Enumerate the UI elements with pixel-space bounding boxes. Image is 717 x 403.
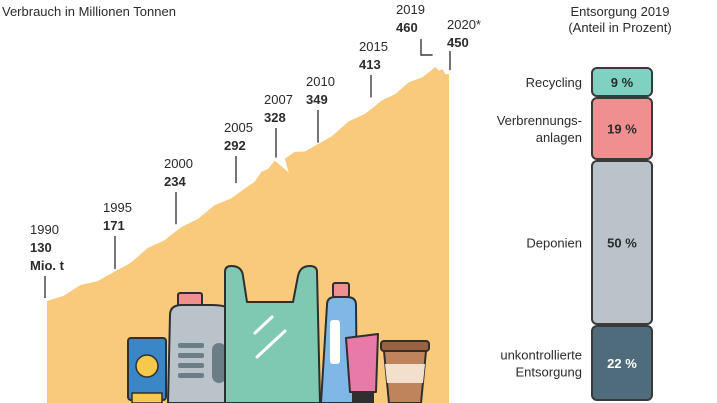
value-label-2010: 349: [306, 92, 328, 107]
consumption-chart-title: Verbrauch in Millionen Tonnen: [2, 4, 176, 19]
cosmetic-tube-icon: [345, 333, 379, 403]
sunscreen-tube-icon: [127, 337, 167, 403]
value-label-2005: 292: [224, 138, 246, 153]
bar-value-label: 50 %: [607, 236, 637, 251]
bar-value-label: 22 %: [607, 356, 637, 371]
value-label-2007: 328: [264, 110, 286, 125]
bar-category-label: Recycling: [526, 75, 582, 90]
year-label-2005: 2005: [224, 120, 253, 135]
bar-category-label: unkontrollierte: [500, 348, 582, 363]
bar-category-label: anlagen: [536, 130, 582, 145]
shopping-bag-icon: [224, 265, 321, 403]
bar-category-label: Verbrennungs-: [497, 113, 582, 128]
value-label-2020e: 450: [447, 35, 469, 50]
plastic-items-illustration: [127, 265, 430, 403]
bar-segment-2: [591, 160, 653, 325]
year-label-2007: 2007: [264, 92, 293, 107]
disposal-stacked-bar: 9 % Recycling 19 % Verbrennungs-anlagen 50 %…: [497, 67, 653, 401]
year-label-2000: 2000: [164, 156, 193, 171]
year-label-1990: 1990: [30, 222, 59, 237]
year-label-2010: 2010: [306, 74, 335, 89]
unit-label: Mio. t: [30, 258, 65, 273]
disposal-chart: Entsorgung 2019 (Anteil in Prozent) 9 % R…: [497, 4, 672, 401]
bar-segment-1: [591, 97, 653, 160]
bar-value-label: 19 %: [607, 122, 637, 137]
bar-segment-0: [591, 67, 653, 97]
year-label-2015: 2015: [359, 39, 388, 54]
leader-line: [420, 39, 433, 56]
value-label-1990: 130: [30, 240, 52, 255]
bar-value-label: 9 %: [611, 75, 634, 90]
year-label-1995: 1995: [103, 200, 132, 215]
bar-segment-3: [591, 325, 653, 401]
canister-icon: [167, 292, 241, 403]
disposal-chart-title: Entsorgung 2019: [570, 4, 669, 19]
year-label-2019: 2019: [396, 2, 425, 17]
value-label-2019: 460: [396, 20, 418, 35]
bar-category-label: Deponien: [526, 236, 582, 251]
coffee-cup-icon: [380, 340, 430, 403]
disposal-chart-subtitle: (Anteil in Prozent): [568, 20, 671, 35]
value-label-2000: 234: [164, 174, 186, 189]
year-label-2020e: 2020*: [447, 17, 481, 32]
value-label-1995: 171: [103, 218, 125, 233]
value-label-2015: 413: [359, 57, 381, 72]
bar-category-label: Entsorgung: [516, 365, 583, 380]
